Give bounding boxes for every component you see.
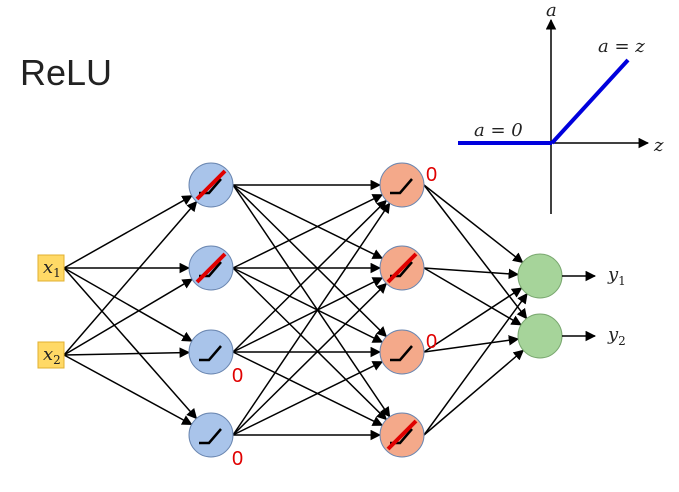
neuron-circle [188,329,234,375]
neuron-l2-1: 0 [379,162,437,208]
neuron-l1-2 [188,245,234,291]
output-label: y2 [607,324,626,348]
edge-input-2-to-l1-3 [63,347,191,358]
edge-input-2-to-l1-4 [63,354,193,426]
edge-l1-4-to-l2-3 [232,361,384,436]
red-strike-icon [386,419,418,451]
edge-l1-2-to-l2-3 [232,267,384,343]
neuron-l2-4 [379,412,425,458]
neuron-circle [379,162,425,208]
edge-l2-4-to-out-2 [423,349,525,436]
positive-branch-label: a = z [598,36,645,57]
zero-output-label: 0 [232,448,243,470]
edge-l1-3-to-l2-4 [232,351,384,426]
relu-glyph-icon [390,178,413,195]
plot-y-axis-label: a [546,0,557,21]
relu-glyph-icon [199,428,222,445]
edge-l2-4-to-out-1 [423,292,528,436]
edge-l1-1-to-l2-3 [232,184,388,338]
edge-l1-2-to-l2-1 [232,194,384,269]
red-strike-icon [195,252,227,284]
relu-glyph-icon [199,345,222,362]
neuron-l1-3: 0 [188,329,243,387]
input-box [37,341,65,369]
input-box [37,254,65,282]
edge-input-1-to-l1-1 [63,195,193,269]
edge-input-1-to-l1-4 [63,267,198,420]
red-strike-icon [195,169,227,201]
slide-title: ReLU [20,52,113,93]
edge-l1-1-to-l2-2 [232,184,384,259]
output-circle [517,313,563,359]
network-edges [63,179,528,441]
plot-x-axis-label: z [653,135,664,156]
input-node-1: x1 [37,254,65,282]
output-label: y1 [607,264,626,288]
edge-l1-1-to-l2-4 [232,184,391,418]
edge-l1-4-to-l2-2 [232,282,388,436]
edge-l2-3-to-out-2 [423,335,520,353]
edge-input-2-to-l1-1 [63,200,198,356]
relu-positive-branch [550,58,630,145]
neuron-l1-4: 0 [188,412,243,470]
zero-output-label: 0 [426,331,437,353]
edge-l2-3-to-out-1 [423,287,523,353]
neuron-circle [379,329,425,375]
edge-l1-4-to-l2-1 [232,202,391,436]
zero-output-label: 0 [426,164,437,186]
zero-output-label: 0 [232,365,243,387]
output-node-2: y2 [517,313,626,359]
neuron-l2-2 [379,245,425,291]
edge-l1-3-to-l2-1 [232,199,388,353]
relu-glyph-icon [390,345,413,362]
output-circle [517,253,563,299]
edge-input-1-to-l1-3 [63,267,193,342]
negative-branch-label: a = 0 [474,120,523,141]
edge-l2-2-to-out-2 [423,267,522,326]
edge-l1-3-to-l2-2 [232,277,384,353]
edge-input-2-to-l1-2 [63,278,193,356]
output-node-1: y1 [517,253,626,299]
neuron-l1-1 [188,162,234,208]
network-nodes: x1 x2 0 0 0 0 y1 y2 [37,162,626,470]
input-node-2: x2 [37,341,65,369]
red-strike-icon [386,252,418,284]
edge-l1-2-to-l2-4 [232,267,388,421]
neuron-l2-3: 0 [379,329,437,375]
neuron-circle [188,412,234,458]
edge-l2-1-to-out-1 [423,184,524,264]
edge-l2-2-to-out-1 [423,267,520,280]
relu-activation-plot: a z a = z a = 0 [458,0,664,214]
